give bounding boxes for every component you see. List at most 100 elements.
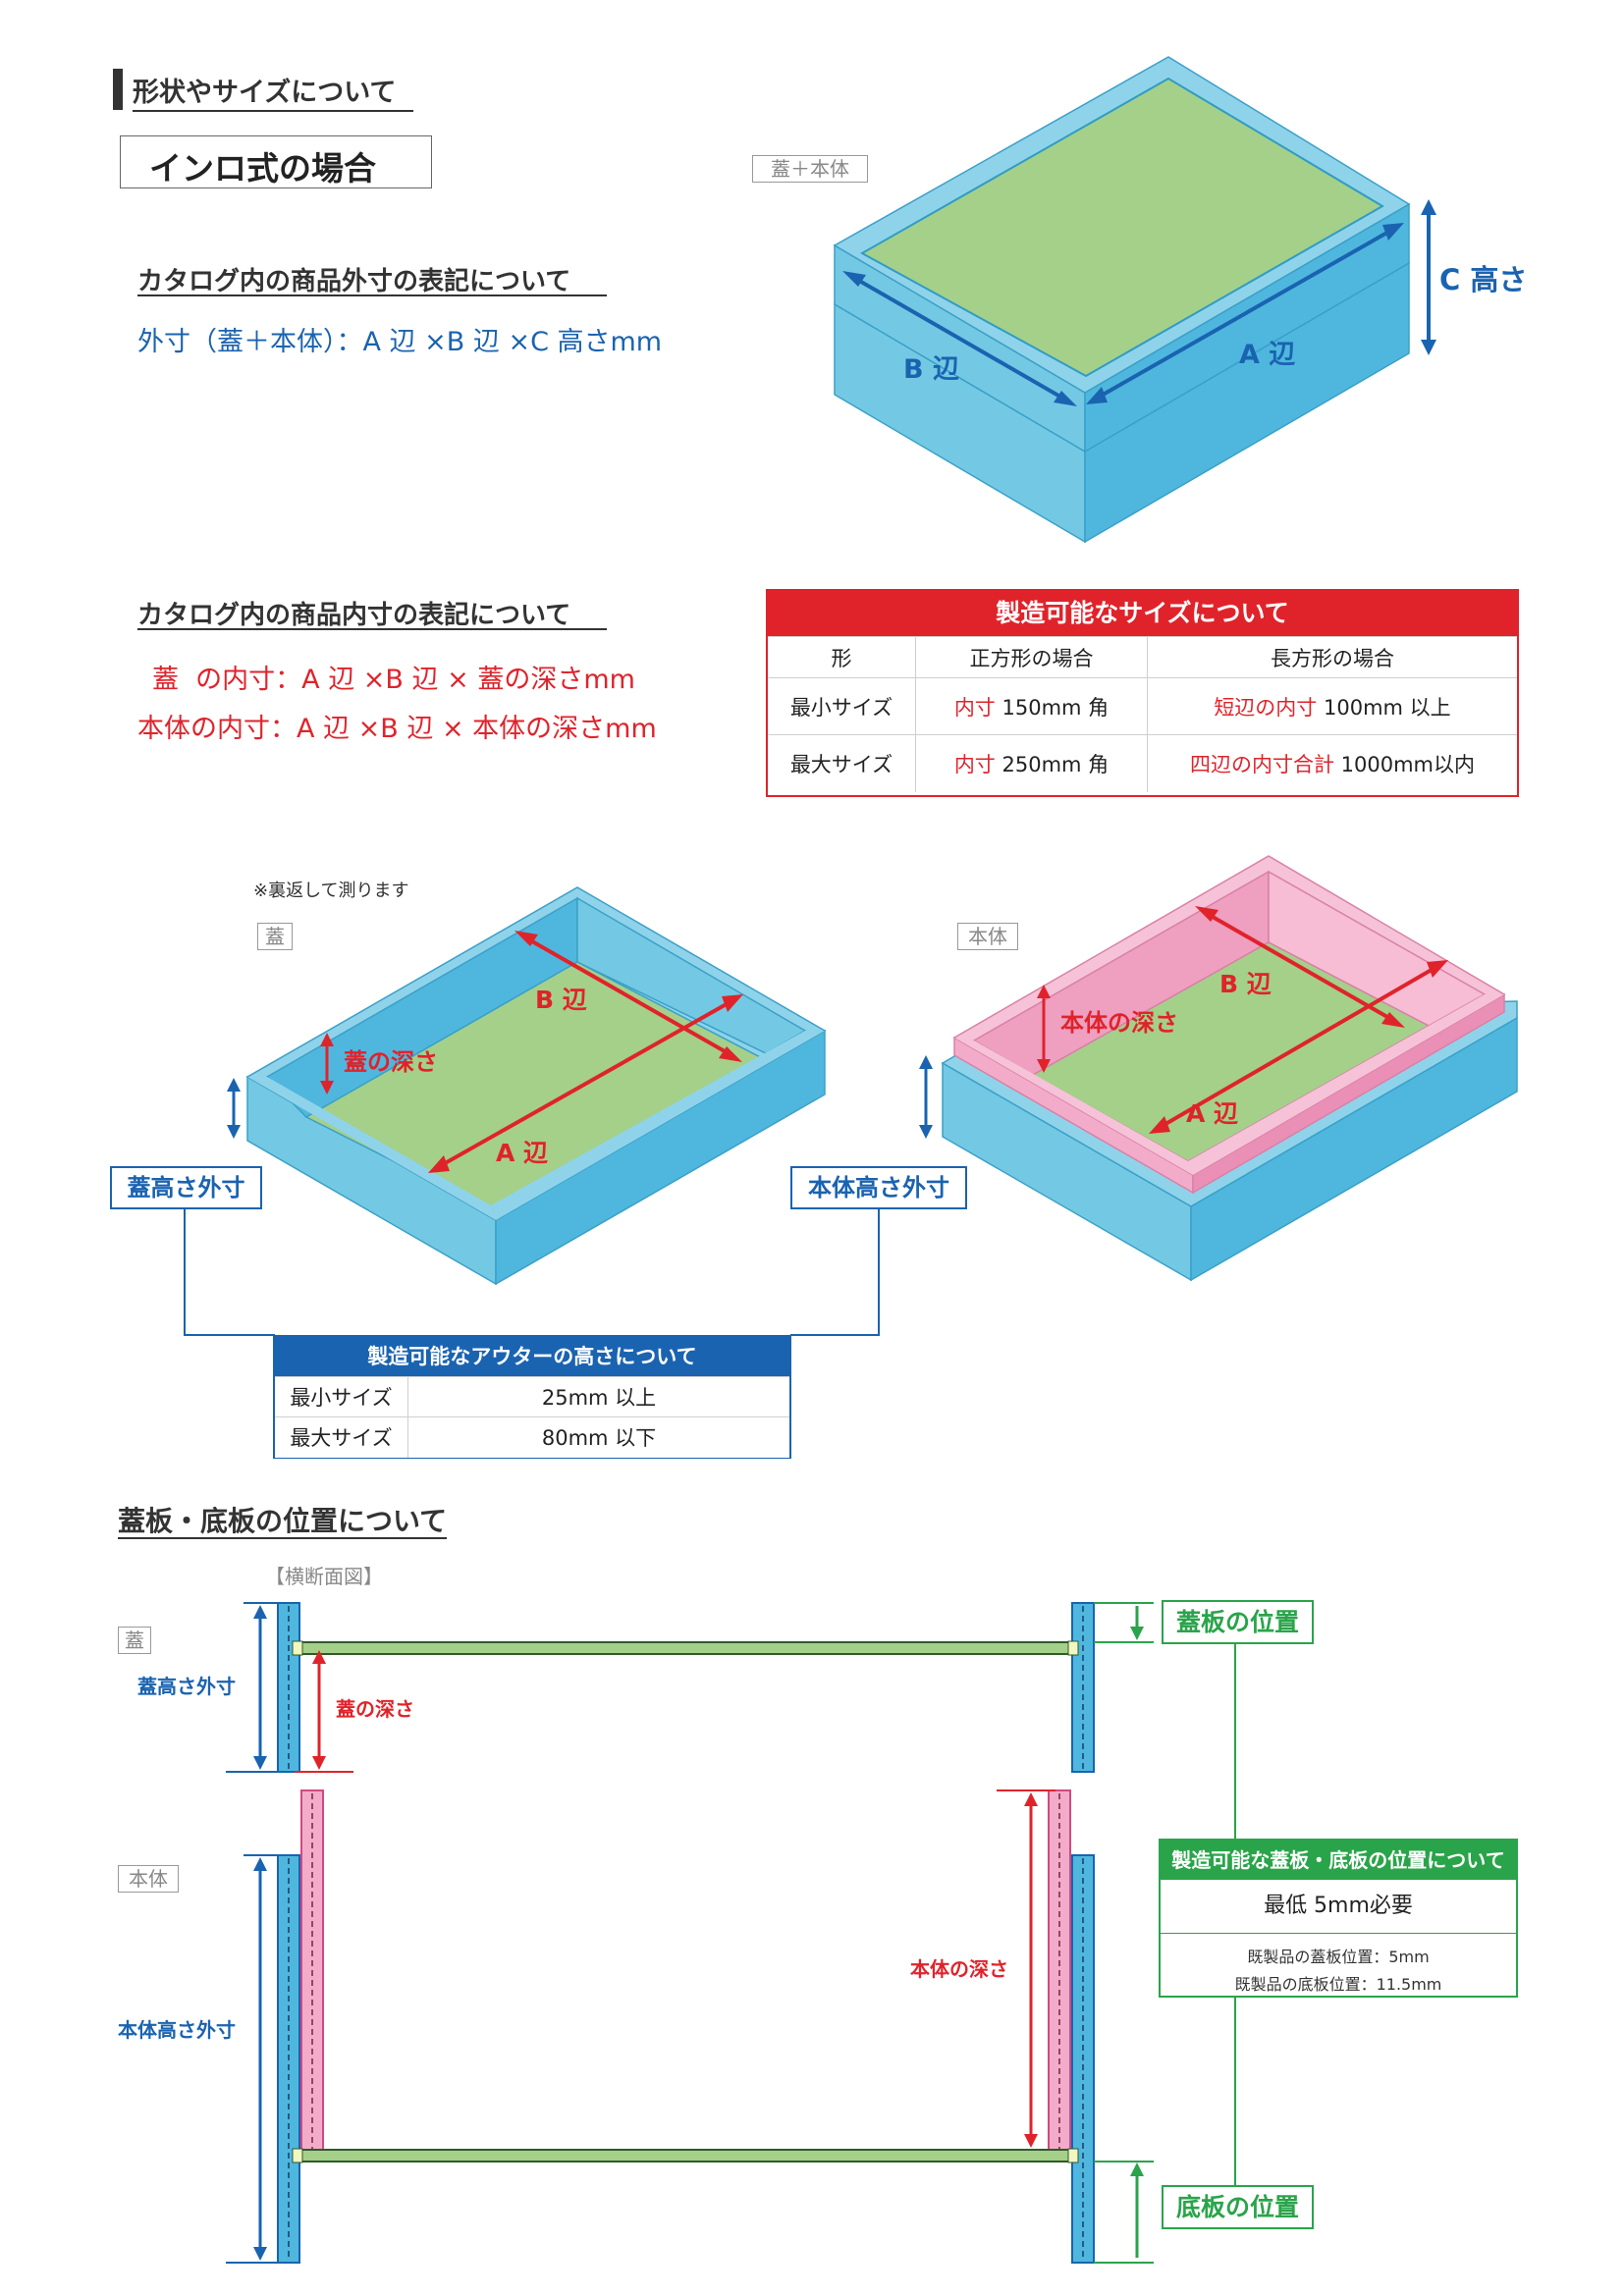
size-row-rect: 短辺の内寸 100mm 以上 [1147, 677, 1517, 735]
lid-a-arrow-head-2 [722, 994, 743, 1012]
size-row-label: 最小サイズ [768, 677, 916, 735]
size-row-square: 内寸 250mm 角 [915, 734, 1148, 792]
size-value: 1000mm以内 [1333, 752, 1476, 776]
body-depth-label: 本体の深さ [1060, 1009, 1178, 1037]
section2-heading-underline [118, 1537, 447, 1539]
board-info-title: 製造可能な蓋板・底板の位置について [1161, 1841, 1516, 1880]
size-red-text: 内寸 [953, 695, 996, 720]
lid-height-label: 蓋高さ外寸 [127, 1174, 245, 1201]
size-red-text: 内寸 [953, 752, 996, 776]
body-front-inner-left [954, 1038, 1193, 1175]
size-row-rect: 四辺の内寸合計 1000mm以内 [1147, 734, 1517, 792]
section2-subtitle: 【横断面図】 [265, 1565, 383, 1588]
body-b-label: B 辺 [1219, 970, 1272, 998]
lid-height-connector [184, 1209, 275, 1336]
lid-depth-arrow-head-1 [312, 1650, 326, 1664]
label-a: A 辺 [1239, 340, 1295, 370]
lid-board-joint-right [1067, 1640, 1079, 1656]
body-height-label: 本体高さ外寸 [808, 1174, 949, 1201]
tag-body: 本体 [957, 923, 1018, 950]
height-table-title: 製造可能なアウターの高さについて [275, 1337, 789, 1376]
label-b: B 辺 [903, 354, 959, 385]
size-header-shape: 形 [768, 636, 916, 678]
body-a-label: A 辺 [1186, 1099, 1238, 1128]
bottom-board-pos-label: 底板の位置 [1175, 2193, 1299, 2221]
height-table: 製造可能なアウターの高さについて 最小サイズ 25mm 以上 最大サイズ 80m… [273, 1335, 791, 1459]
lid-height-arrow-head-1 [253, 1605, 267, 1619]
lid-height-label: 蓋高さ外寸 [137, 1675, 236, 1698]
lid-b-arrow-head-2 [719, 1046, 742, 1062]
inner-lid-line: 蓋 の内寸：A 辺 ×B 辺 × 蓋の深さmm [152, 665, 635, 695]
lid-board-pos-box: 蓋板の位置 [1162, 1600, 1314, 1644]
b-arrow-line [853, 276, 1066, 401]
bottom-pos-arrow-head [1130, 2163, 1144, 2176]
lid-height-arrow-head-2 [253, 1756, 267, 1770]
lid-board-pos-label: 蓋板の位置 [1175, 1608, 1299, 1636]
board-info-main: 最低 5mm必要 [1161, 1880, 1516, 1934]
size-red-text: 四辺の内寸合計 [1189, 752, 1334, 776]
lid-depth-arrow-head-2 [320, 1081, 334, 1095]
body-b-arrow-head-1 [1195, 906, 1218, 922]
height-connector [184, 1209, 880, 1336]
lid-a-arrow [439, 999, 732, 1168]
outer-heading-underline [137, 294, 607, 296]
lid-a-arrow-head-1 [428, 1155, 450, 1173]
c-arrow-head-2 [1421, 340, 1436, 355]
lid-b-arrow-head-1 [514, 931, 538, 946]
body-height-arrow-head-1 [253, 1857, 267, 1871]
lid-box-diagram: 蓋の深さ B 辺 A 辺 [227, 886, 827, 1286]
inner-heading-underline [137, 628, 607, 630]
cross-section-diagram: 蓋高さ外寸 蓋の深さ 本体高さ外寸 本体の深さ [118, 1602, 1236, 2264]
size-row-label: 最大サイズ [768, 734, 916, 792]
size-value: 100mm 以上 [1317, 695, 1451, 720]
board-info-line2: 既製品の底板位置：11.5mm [1234, 1975, 1442, 1994]
lid-front-inner-left [247, 1077, 496, 1220]
c-arrow-head-1 [1421, 199, 1436, 215]
size-header-square: 正方形の場合 [915, 636, 1148, 678]
body-height-box: 本体高さ外寸 [790, 1166, 967, 1209]
height-table-grid: 最小サイズ 25mm 以上 最大サイズ 80mm 以下 [275, 1376, 789, 1458]
body-a-arrow-head-2 [1427, 960, 1448, 978]
height-row-value: 25mm 以上 [407, 1376, 789, 1417]
outer-box-diagram: B 辺 A 辺 C 高さ [833, 56, 1527, 544]
case-label: インロ式の場合 [149, 149, 376, 187]
body-a-arrow-head-1 [1149, 1116, 1170, 1134]
label-c: C 高さ [1439, 263, 1527, 296]
lid-board [298, 1641, 1073, 1655]
body-depth-arrow-head-2 [1024, 2134, 1038, 2148]
case-label-box [120, 135, 432, 188]
body-depth-arrow-head-1 [1024, 1792, 1038, 1806]
size-value: 250mm 角 [995, 752, 1110, 776]
a-arrow-head-1 [1086, 387, 1108, 404]
height-row-label: 最小サイズ [275, 1376, 408, 1417]
lid-depth-arrow-head-2 [312, 1756, 326, 1770]
bottom-board-pos-box: 底板の位置 [1162, 2185, 1314, 2229]
a-arrow-line [1097, 228, 1393, 400]
size-value: 150mm 角 [995, 695, 1110, 720]
bottom-board [298, 2149, 1073, 2163]
lid-height-arrow-head-1 [227, 1078, 241, 1092]
outer-heading: カタログ内の商品外寸の表記について [137, 267, 571, 296]
tag-lid: 蓋 [257, 923, 293, 950]
lid-pos-arrow-head [1130, 1627, 1144, 1640]
size-table-grid: 形 正方形の場合 長方形の場合 最小サイズ 内寸 150mm 角 短辺の内寸 1… [768, 636, 1517, 792]
b-arrow-head-2 [1054, 391, 1077, 406]
lid-b-arrow [524, 935, 732, 1057]
body-box-diagram: 本体の深さ B 辺 A 辺 [919, 855, 1518, 1282]
lid-b-label: B 辺 [535, 986, 587, 1014]
body-depth-arrow-head-2 [1037, 1059, 1051, 1073]
board-info-box: 製造可能な蓋板・底板の位置について 最低 5mm必要 既製品の蓋板位置：5mm … [1159, 1839, 1518, 1998]
board-info-line1: 既製品の蓋板位置：5mm [1247, 1948, 1430, 1966]
bottom-board-joint-left [292, 2148, 303, 2163]
body-height-arrow-head-2 [253, 2247, 267, 2261]
lid-depth-label: 蓋の深さ [344, 1048, 438, 1076]
lid-note: ※裏返して測ります [253, 881, 409, 901]
a-arrow-head-2 [1382, 223, 1404, 240]
lid-height-box: 蓋高さ外寸 [110, 1166, 262, 1209]
body-depth-arrow-head-1 [1037, 985, 1051, 998]
lid-depth-arrow-head-1 [320, 1033, 334, 1046]
body-front-inner-right [1188, 994, 1504, 1175]
size-table: 製造可能なサイズについて 形 正方形の場合 長方形の場合 最小サイズ 内寸 15… [766, 589, 1519, 797]
size-red-text: 短辺の内寸 [1214, 695, 1318, 720]
height-row-value: 80mm 以下 [407, 1416, 789, 1458]
